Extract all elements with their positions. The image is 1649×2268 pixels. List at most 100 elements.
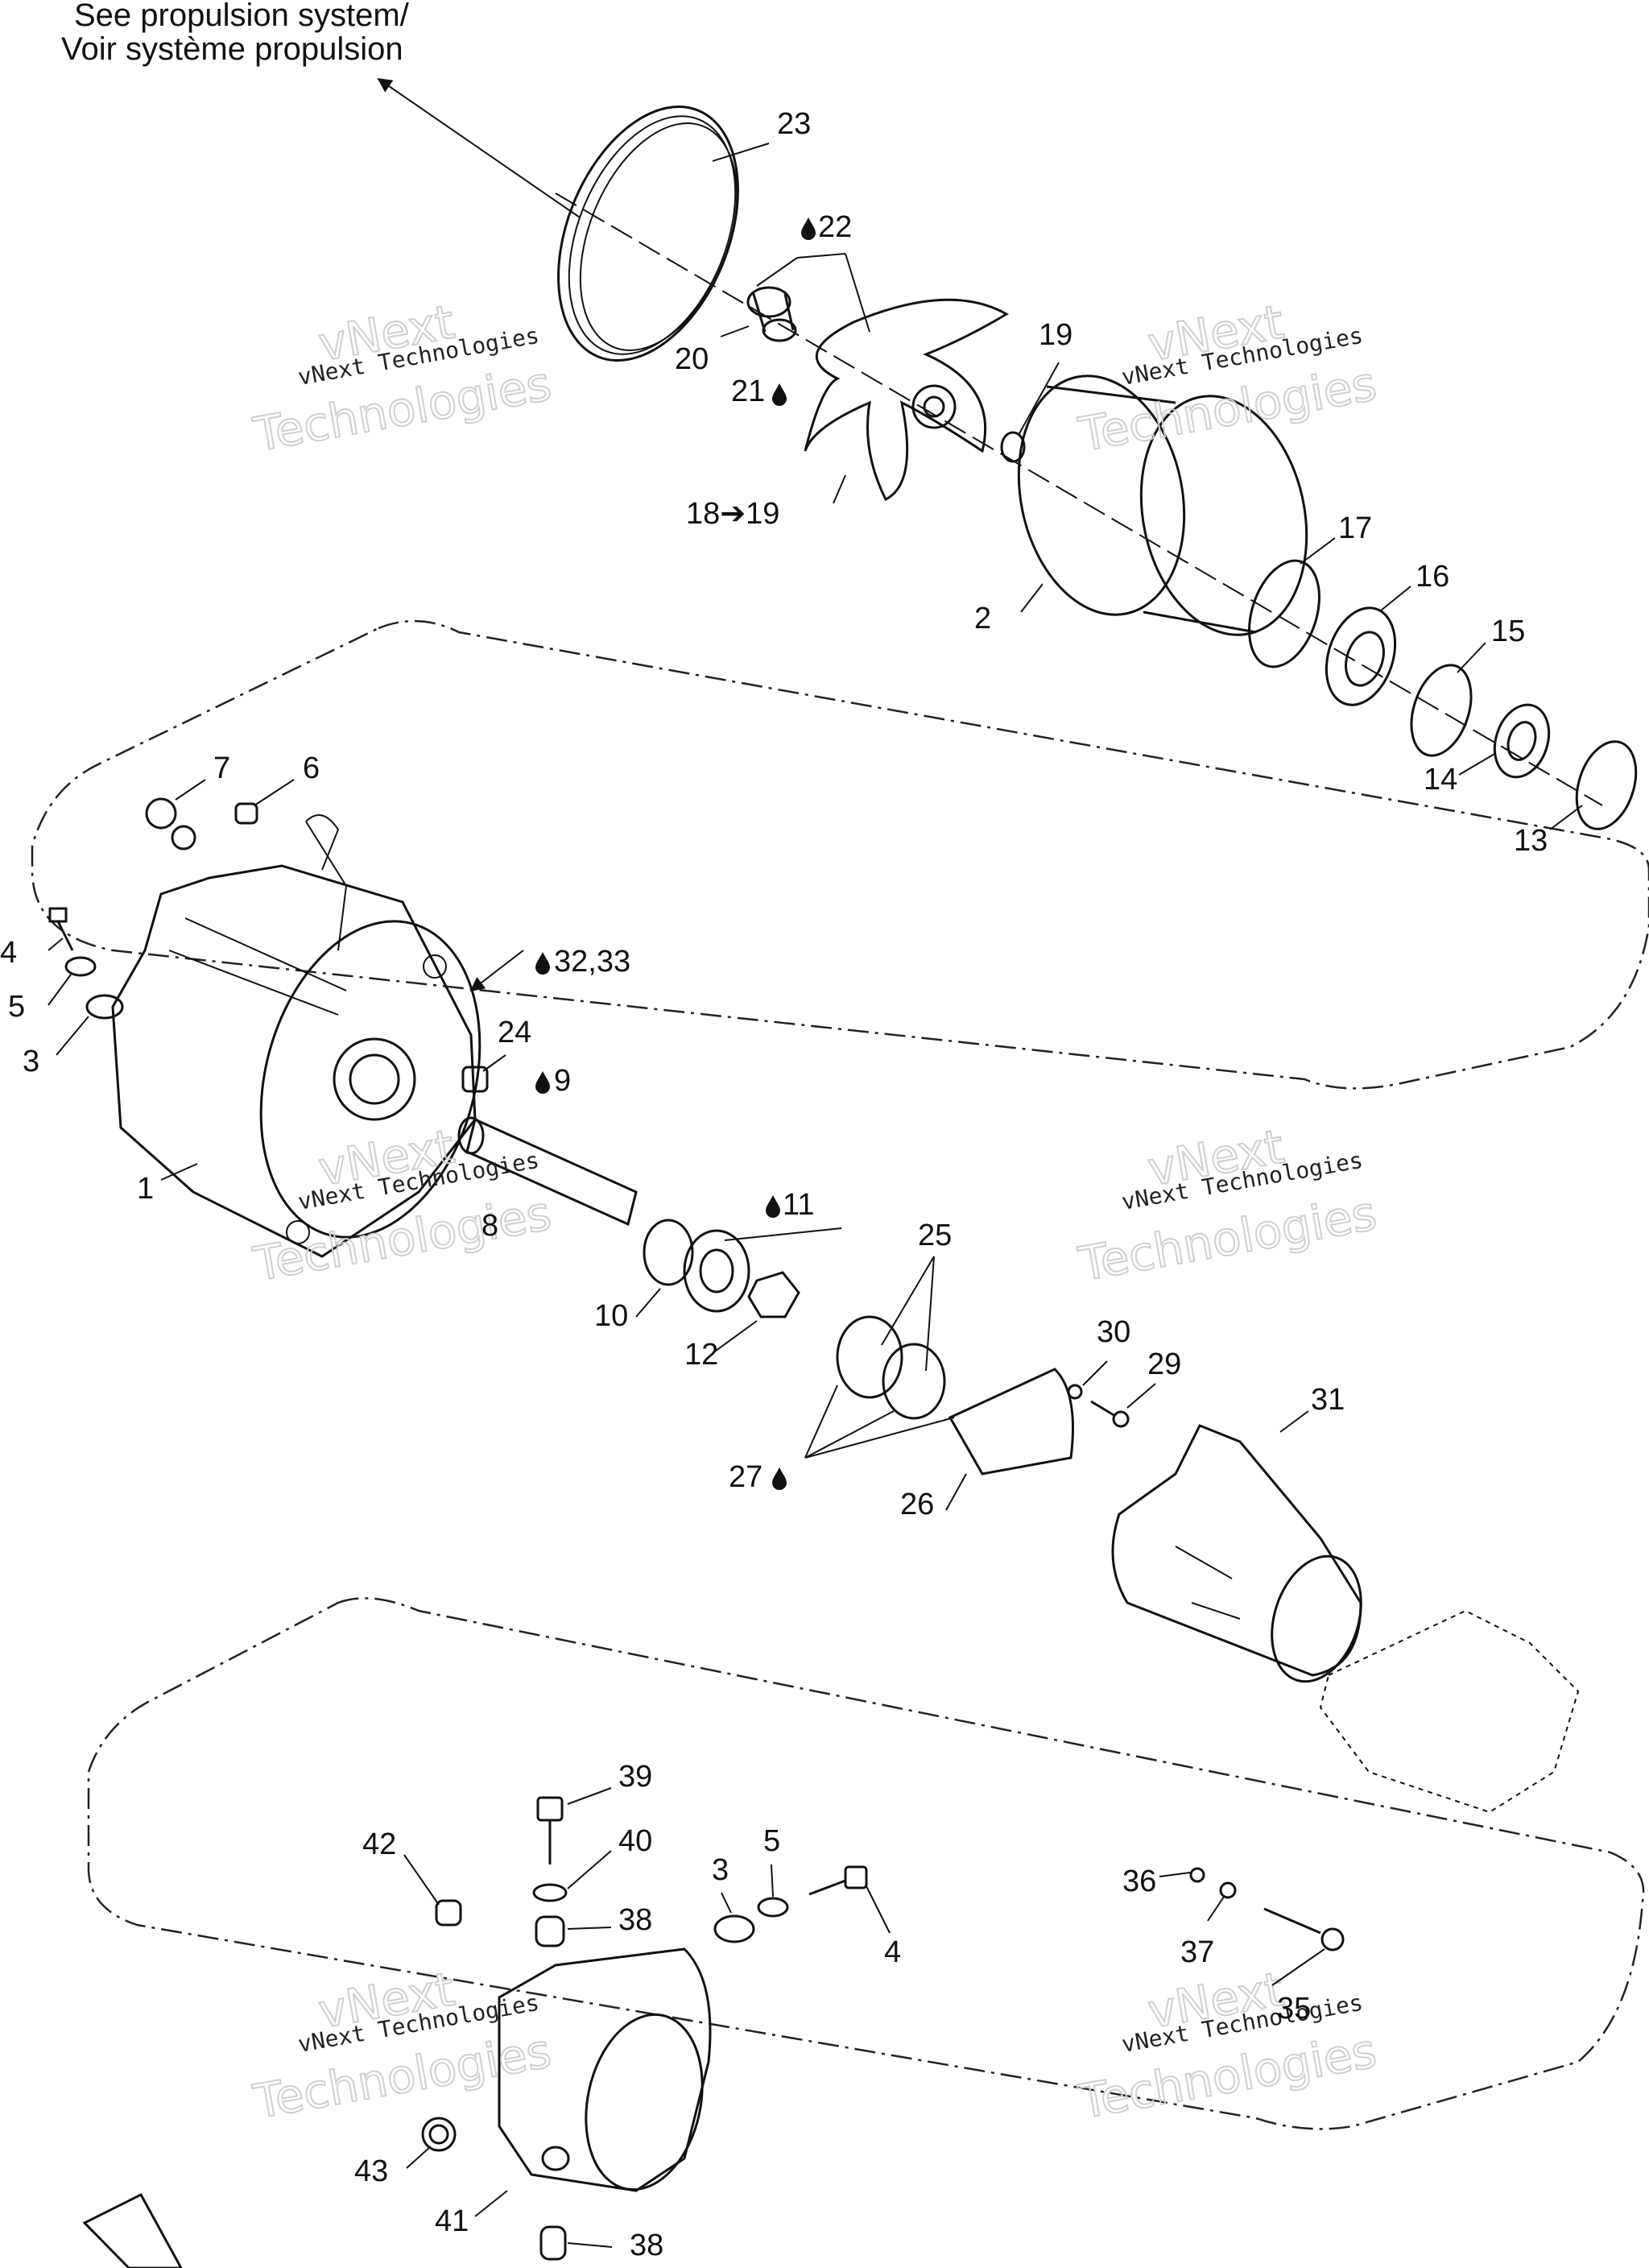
part-26-cone — [948, 1368, 1074, 1475]
callout-1: 1 — [137, 1172, 154, 1206]
part-7-plug — [145, 797, 196, 850]
drop-icon — [535, 1071, 550, 1094]
callout-9: 9 — [554, 1064, 571, 1098]
part-16-seal — [1325, 606, 1397, 706]
watermark-lower-right: vNext Technologies vNext Technologies — [1074, 1960, 1382, 2130]
part-5-washer-right — [757, 1897, 789, 1918]
callout-13: 13 — [1514, 824, 1548, 858]
part-29-screw — [1090, 1400, 1130, 1428]
leader-lines — [48, 143, 1583, 2248]
part-19-ring — [1000, 431, 1026, 463]
part-4-screw-right — [808, 1865, 868, 1896]
callout-32-33: 32,33 — [554, 945, 630, 979]
part-18-impeller — [804, 298, 1009, 502]
watermark-upper-right: vNext Technologies vNext Technologies — [1074, 293, 1382, 463]
callout-3-right: 3 — [712, 1853, 729, 1887]
callout-5-right: 5 — [763, 1824, 780, 1858]
callout-42: 42 — [362, 1827, 396, 1861]
part-1-pump-housing — [111, 814, 481, 1258]
part-20-sleeve — [746, 286, 797, 342]
watermark-upper-left: vNext Technologies vNext Technologies — [249, 293, 556, 463]
part-3-grommet-left — [85, 994, 124, 1020]
part-10-bearing — [643, 1219, 750, 1313]
callout-36: 36 — [1122, 1864, 1156, 1898]
callout-20: 20 — [675, 342, 709, 376]
callout-8: 8 — [481, 1209, 498, 1243]
callout-26: 26 — [900, 1488, 934, 1521]
callout-17: 17 — [1338, 511, 1372, 545]
part-17-circlip — [1248, 559, 1320, 668]
part-38-bushing-top — [535, 1915, 565, 1947]
drop-icon — [772, 1467, 787, 1490]
header-line-2: Voir système propulsion — [61, 31, 403, 67]
watermark-outline-bottom: Technologies — [1075, 1186, 1381, 1292]
part-23-ring — [557, 105, 739, 362]
callout-12: 12 — [684, 1338, 718, 1372]
part-38-bushing-bottom — [539, 2225, 567, 2261]
callout-14: 14 — [1424, 763, 1457, 797]
watermark-middle-left: vNext Technologies vNext Technologies — [249, 1118, 556, 1293]
part-24-bushing — [461, 1066, 489, 1093]
callout-18: 18➔19 — [686, 497, 779, 531]
callout-5-left: 5 — [8, 990, 25, 1024]
part-4-screw-left — [48, 907, 74, 951]
callout-19-top: 19 — [1039, 318, 1072, 352]
callout-4-left: 4 — [0, 936, 17, 970]
arrow-icon — [82, 2193, 183, 2268]
callout-27: 27 — [729, 1460, 763, 1494]
callout-37: 37 — [1180, 1935, 1214, 1969]
part-12-nut — [747, 1271, 800, 1318]
upper-group-outline — [31, 619, 1649, 1090]
part-6-bushing — [234, 802, 258, 825]
callout-11: 11 — [783, 1188, 814, 1222]
part-42-nut — [435, 1899, 462, 1927]
callout-24: 24 — [498, 1016, 531, 1049]
callout-38-top: 38 — [618, 1903, 652, 1937]
header-reference: See propulsion system/ Voir système prop… — [61, 0, 581, 218]
callout-21: 21 — [731, 375, 765, 408]
callout-2: 2 — [974, 602, 991, 635]
callout-6: 6 — [303, 751, 320, 785]
callout-10: 10 — [594, 1299, 628, 1333]
drop-icon — [801, 217, 816, 240]
watermark-lower-left: vNext Technologies vNext Technologies — [249, 1960, 556, 2130]
callout-3-left: 3 — [23, 1045, 39, 1078]
part-25-oring-b — [882, 1343, 946, 1420]
callout-7: 7 — [213, 751, 230, 785]
callout-29: 29 — [1147, 1347, 1181, 1381]
drop-icon — [535, 952, 550, 975]
part-30-washer — [1067, 1384, 1083, 1400]
part-43-insert — [421, 2117, 457, 2152]
callout-35: 35 — [1277, 1992, 1311, 2026]
drop-icon — [772, 383, 787, 406]
callout-38-bottom: 38 — [630, 2229, 663, 2262]
callout-15: 15 — [1491, 615, 1525, 648]
watermark-middle-right: vNext Technologies vNext Technologies — [1074, 1118, 1382, 1293]
part-36-washer — [1189, 1867, 1205, 1883]
callout-4-right: 4 — [884, 1935, 901, 1969]
part-41-steering-nozzle — [498, 1947, 712, 2192]
nozzle-outline — [1319, 1609, 1580, 1814]
drop-icon — [766, 1195, 780, 1218]
part-8-shaft — [457, 1116, 638, 1227]
callout-16: 16 — [1415, 560, 1449, 594]
callout-30: 30 — [1097, 1315, 1130, 1349]
part-35-bolt — [1263, 1907, 1345, 1951]
part-31-venturi — [1111, 1424, 1362, 1683]
callout-31: 31 — [1311, 1383, 1345, 1417]
callout-39: 39 — [618, 1760, 652, 1794]
center-axis-upper — [555, 192, 1603, 806]
part-3-grommet-right — [713, 1914, 755, 1943]
part-14-bearing — [1493, 703, 1551, 779]
header-line-1: See propulsion system/ — [74, 0, 410, 33]
callout-labels: 23 22 20 21 19 18➔19 2 17 16 15 14 13 7 … — [0, 107, 1548, 2262]
callout-22: 22 — [818, 210, 852, 244]
part-39-bolt — [536, 1796, 564, 1864]
callout-23: 23 — [777, 107, 811, 141]
callout-43: 43 — [354, 2154, 388, 2188]
header-arrow — [377, 77, 581, 218]
part-40-washer — [532, 1883, 568, 1902]
lower-group-outline — [87, 1597, 1645, 2130]
part-15-ring — [1410, 664, 1473, 757]
